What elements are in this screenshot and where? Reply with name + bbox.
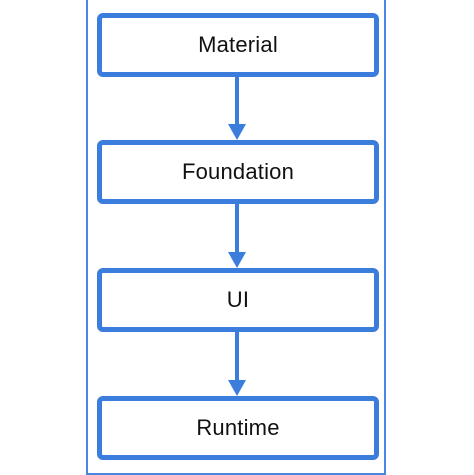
layer-label-runtime: Runtime <box>196 415 280 440</box>
layer-box-foundation: Foundation <box>97 140 379 204</box>
layer-box-runtime: Runtime <box>97 396 379 460</box>
layer-label-material: Material <box>198 32 278 57</box>
layer-box-ui: UI <box>97 268 379 332</box>
layer-box-material: Material <box>97 13 379 77</box>
layer-label-ui: UI <box>226 287 250 312</box>
layer-label-foundation: Foundation <box>181 159 295 184</box>
